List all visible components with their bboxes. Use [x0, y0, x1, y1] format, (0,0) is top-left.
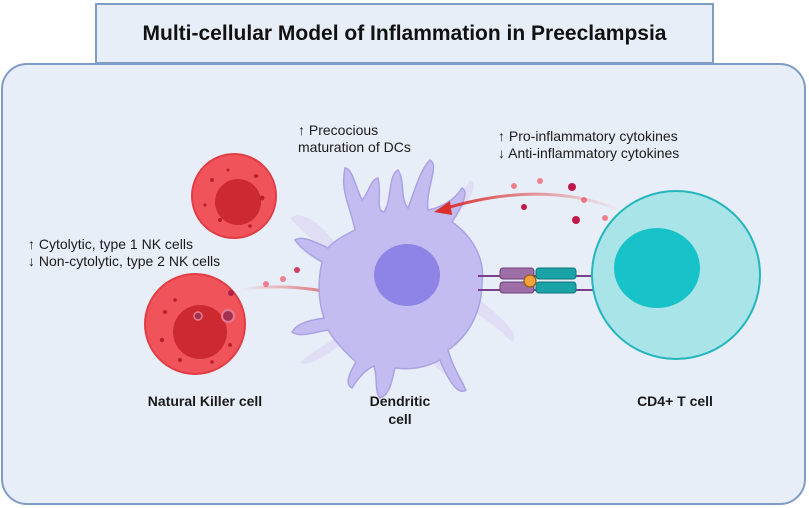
t-cell	[591, 190, 761, 360]
dc-annotation-line1: ↑ Precocious	[298, 122, 379, 138]
dc-annotation-line2: maturation of DCs	[298, 139, 411, 155]
cytokine-annotation: ↑ Pro-inflammatory cytokines ↓ Anti-infl…	[498, 128, 679, 162]
dendritic-cell-label-line1: Dendritic	[369, 393, 431, 409]
arrow-t-to-dc-head	[434, 201, 452, 215]
cytokine-particles	[511, 178, 608, 224]
dendritic-cell-label: Dendritic cell	[350, 392, 450, 428]
t-cell-label: CD4+ T cell	[637, 393, 713, 409]
arrow-t-to-dc	[439, 192, 621, 212]
nk-granules	[228, 267, 300, 296]
diagram-title: Multi-cellular Model of Inflammation in …	[142, 21, 667, 45]
dendritic-cell-label-line2: cell	[388, 411, 412, 427]
nk-cell-label: Natural Killer cell	[147, 393, 263, 409]
nk-cell-upper	[191, 153, 277, 239]
cytokine-annotation-line1: ↑ Pro-inflammatory cytokines	[498, 128, 678, 144]
cytokine-annotation-line2: ↓ Anti-inflammatory cytokines	[498, 145, 680, 161]
dendritic-cell	[290, 159, 515, 399]
nk-annotation-line1: ↑ Cytolytic, type 1 NK cells	[28, 236, 193, 252]
dc-annotation: ↑ Precocious maturation of DCs	[298, 122, 411, 156]
receptor-complex	[478, 267, 612, 294]
nk-annotation-line2: ↓ Non-cytolytic, type 2 NK cells	[28, 253, 221, 269]
nk-cell-lower	[144, 273, 246, 375]
nk-annotation: ↑ Cytolytic, type 1 NK cells ↓ Non-cytol…	[28, 236, 220, 270]
title-box: Multi-cellular Model of Inflammation in …	[95, 3, 714, 64]
